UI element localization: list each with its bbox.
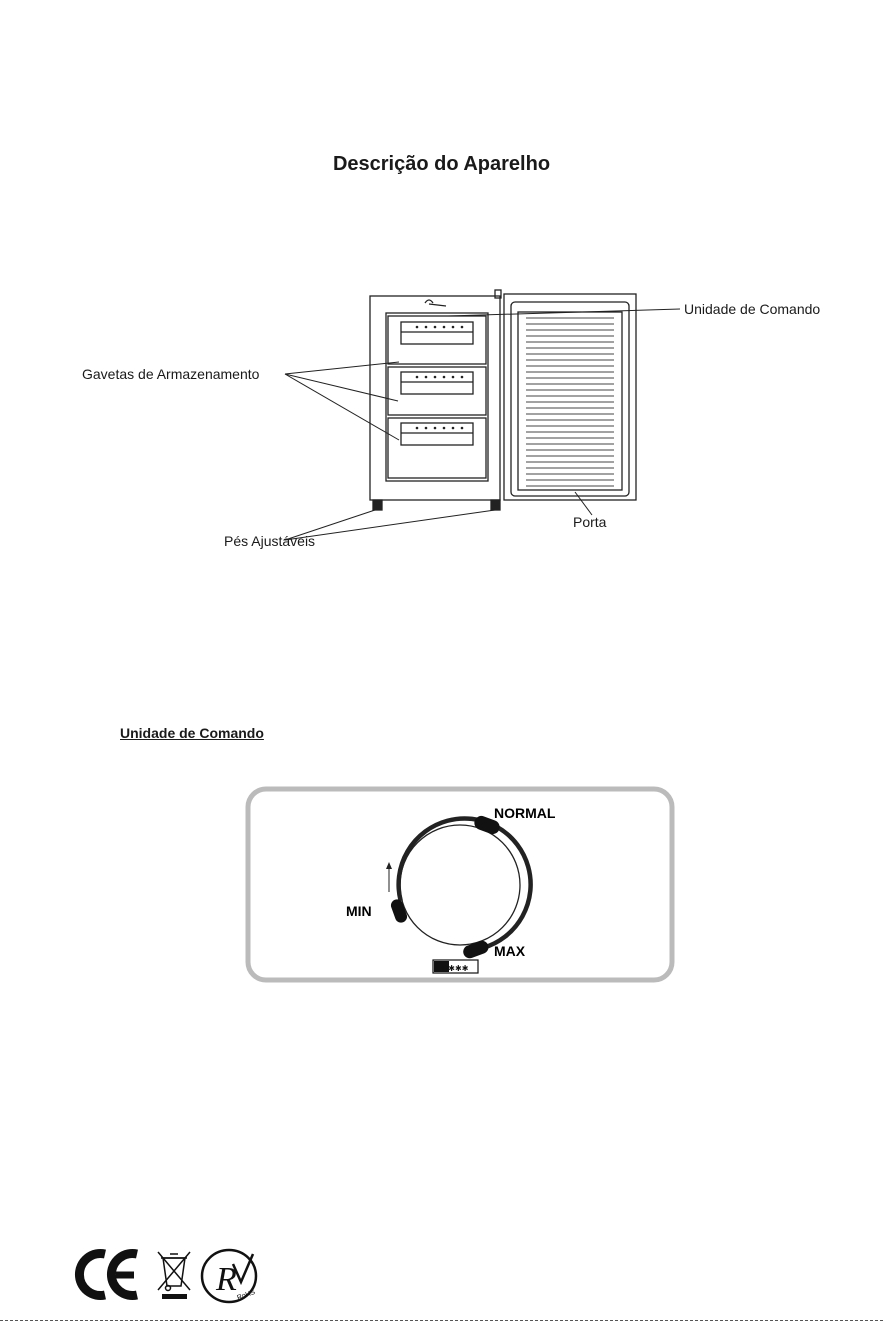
weee-bin-icon (158, 1252, 190, 1299)
rohs-label: RoHS (236, 1289, 256, 1302)
ce-mark (79, 1254, 137, 1296)
r-circle-icon: R RoHS (202, 1250, 257, 1302)
page-cut-line (0, 1320, 883, 1321)
